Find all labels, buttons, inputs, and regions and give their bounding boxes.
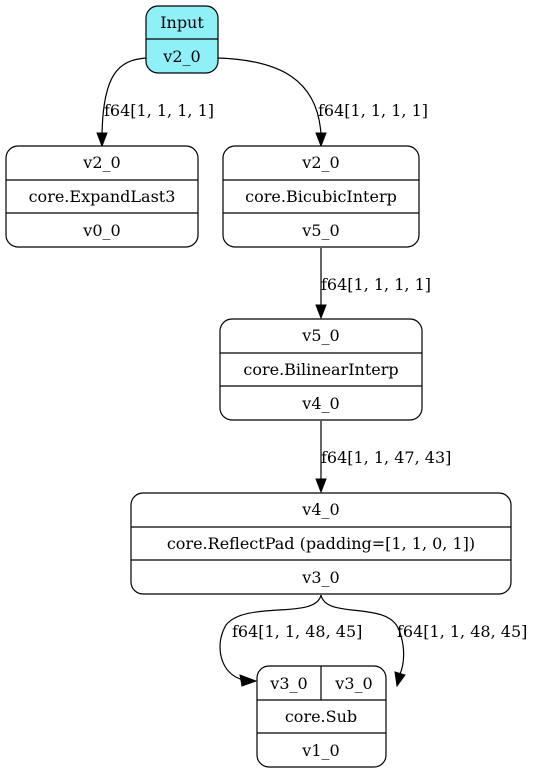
arrowhead: [315, 132, 327, 148]
node-bilinear-interp[interactable]: v5_0 core.BilinearInterp v4_0: [219, 318, 423, 421]
edge-label: f64[1, 1, 1, 1]: [318, 101, 428, 120]
edge-line: [320, 594, 405, 675]
edge-label: f64[1, 1, 1, 1]: [321, 275, 431, 294]
node-box: [219, 318, 423, 421]
node-output: v0_0: [82, 221, 120, 240]
edge-reflect-pad-to-sub-a: f64[1, 1, 48, 45]: [219, 594, 362, 687]
node-box: [222, 145, 420, 248]
edge-label: f64[1, 1, 48, 45]: [397, 622, 527, 641]
node-op: core.Sub: [285, 707, 357, 726]
node-op: core.BilinearInterp: [243, 360, 398, 379]
edge-bilinear-to-reflect-pad: f64[1, 1, 47, 43]: [315, 421, 451, 494]
arrowhead: [315, 478, 327, 494]
edge-reflect-pad-to-sub-b: f64[1, 1, 48, 45]: [320, 594, 527, 688]
node-op: core.BicubicInterp: [245, 187, 397, 206]
node-output: v3_0: [301, 568, 339, 587]
arrowhead: [96, 132, 108, 148]
edge-line: [219, 594, 322, 681]
node-bicubic-interp[interactable]: v2_0 core.BicubicInterp v5_0: [222, 145, 420, 248]
arrowhead: [315, 304, 327, 320]
node-input-a: v3_0: [269, 674, 307, 693]
node-input: v2_0: [301, 153, 339, 172]
edge-line: [101, 57, 147, 136]
node-input: v2_0: [82, 153, 120, 172]
node-input: v5_0: [301, 326, 339, 345]
edge-label: f64[1, 1, 47, 43]: [321, 448, 451, 467]
edge-label: f64[1, 1, 1, 1]: [104, 101, 214, 120]
node-expand-last3[interactable]: v2_0 core.ExpandLast3 v0_0: [5, 145, 199, 248]
node-input[interactable]: Input v2_0: [145, 5, 219, 74]
node-reflect-pad[interactable]: v4_0 core.ReflectPad (padding=[1, 1, 0, …: [130, 492, 512, 595]
node-input-b: v3_0: [334, 674, 372, 693]
node-box: [5, 145, 199, 248]
edge-input-to-bicubic-interp: f64[1, 1, 1, 1]: [217, 57, 428, 148]
node-output: v4_0: [301, 394, 339, 413]
arrowhead: [394, 671, 406, 688]
node-op: core.ReflectPad (padding=[1, 1, 0, 1]): [167, 534, 475, 553]
edge-bicubic-to-bilinear: f64[1, 1, 1, 1]: [315, 248, 431, 320]
node-sub[interactable]: v3_0 v3_0 core.Sub v1_0: [256, 665, 387, 768]
arrowhead: [239, 674, 258, 687]
node-output: v1_0: [301, 741, 339, 760]
node-output: v2_0: [162, 47, 200, 66]
node-op: core.ExpandLast3: [29, 187, 176, 206]
node-title: Input: [160, 13, 204, 32]
edge-line: [217, 57, 322, 136]
node-input: v4_0: [301, 500, 339, 519]
edge-input-to-expand-last3: f64[1, 1, 1, 1]: [96, 57, 214, 148]
edge-label: f64[1, 1, 48, 45]: [232, 622, 362, 641]
node-box: [130, 492, 512, 595]
node-output: v5_0: [301, 221, 339, 240]
